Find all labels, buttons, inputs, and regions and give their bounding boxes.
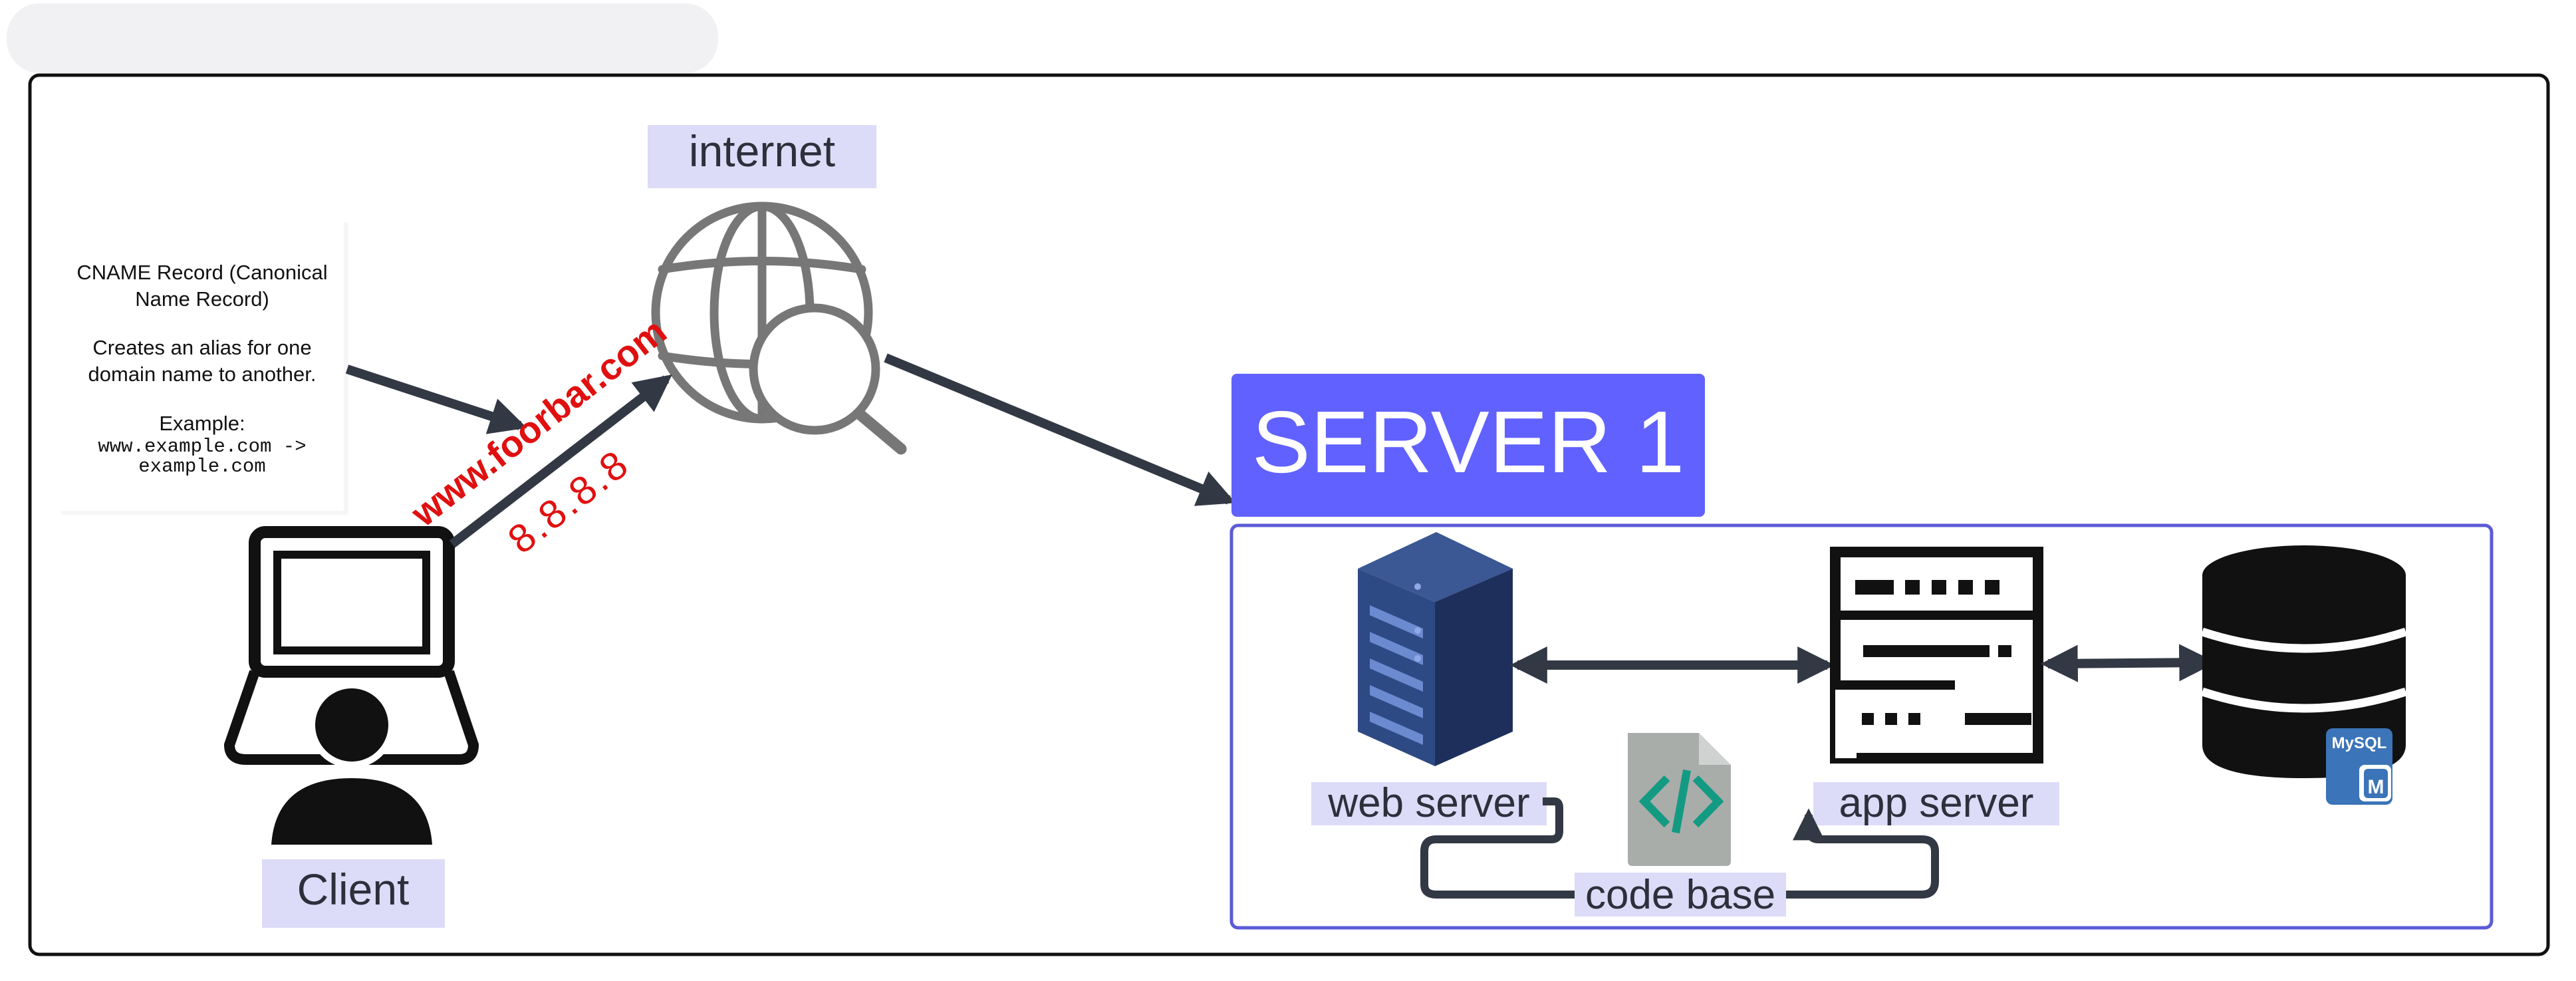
client-label-bg [262, 859, 445, 928]
internet-label-bg [648, 125, 876, 188]
note-title-line2: Name Record) [135, 287, 269, 311]
web-server-label-bg [1311, 782, 1547, 825]
internet-label: internet [689, 126, 835, 176]
note-example-line1: www.example.com -> [98, 436, 306, 458]
client-to-internet-arrow [449, 374, 672, 548]
note-example-label: Example: [159, 412, 245, 435]
note-to-internet-arrow [345, 364, 527, 434]
server-rack-icon [1358, 532, 1513, 766]
svg-text:M: M [2368, 776, 2384, 798]
globe-search-icon [651, 202, 907, 455]
database-icon [2200, 545, 2408, 778]
app-db-arrow [2040, 644, 2217, 682]
code-file-icon [1628, 733, 1731, 866]
note-desc-line2: domain name to another. [88, 362, 317, 386]
code-base-label: code base [1585, 872, 1775, 918]
note-title-line1: CNAME Record (Canonical [76, 261, 327, 284]
web-server-label: web server [1327, 780, 1529, 826]
app-server-label: app server [1839, 780, 2034, 826]
server-title-bg [1231, 374, 1705, 517]
app-server-label-bg [1813, 782, 2059, 825]
mysql-icon: MySQL M [2326, 728, 2392, 805]
mysql-label: MySQL [2332, 734, 2387, 752]
server-frame [1229, 523, 2494, 930]
app-server-icon [1830, 547, 2043, 764]
note-example-line2: example.com [138, 456, 265, 478]
code-base-label-bg [1575, 873, 1786, 916]
client-label: Client [297, 865, 410, 914]
server-title: SERVER 1 [1252, 393, 1685, 491]
note-desc-line1: Creates an alias for one [92, 336, 311, 359]
web-to-codebase-connector [1420, 797, 1575, 899]
laptop-user-icon [223, 526, 479, 845]
top-placeholder-bar [7, 3, 718, 73]
internet-to-server-arrow [884, 353, 1236, 506]
codebase-to-app-connector [1786, 808, 1939, 899]
cname-note-card[interactable]: CNAME Record (Canonical Name Record) Cre… [57, 218, 348, 515]
